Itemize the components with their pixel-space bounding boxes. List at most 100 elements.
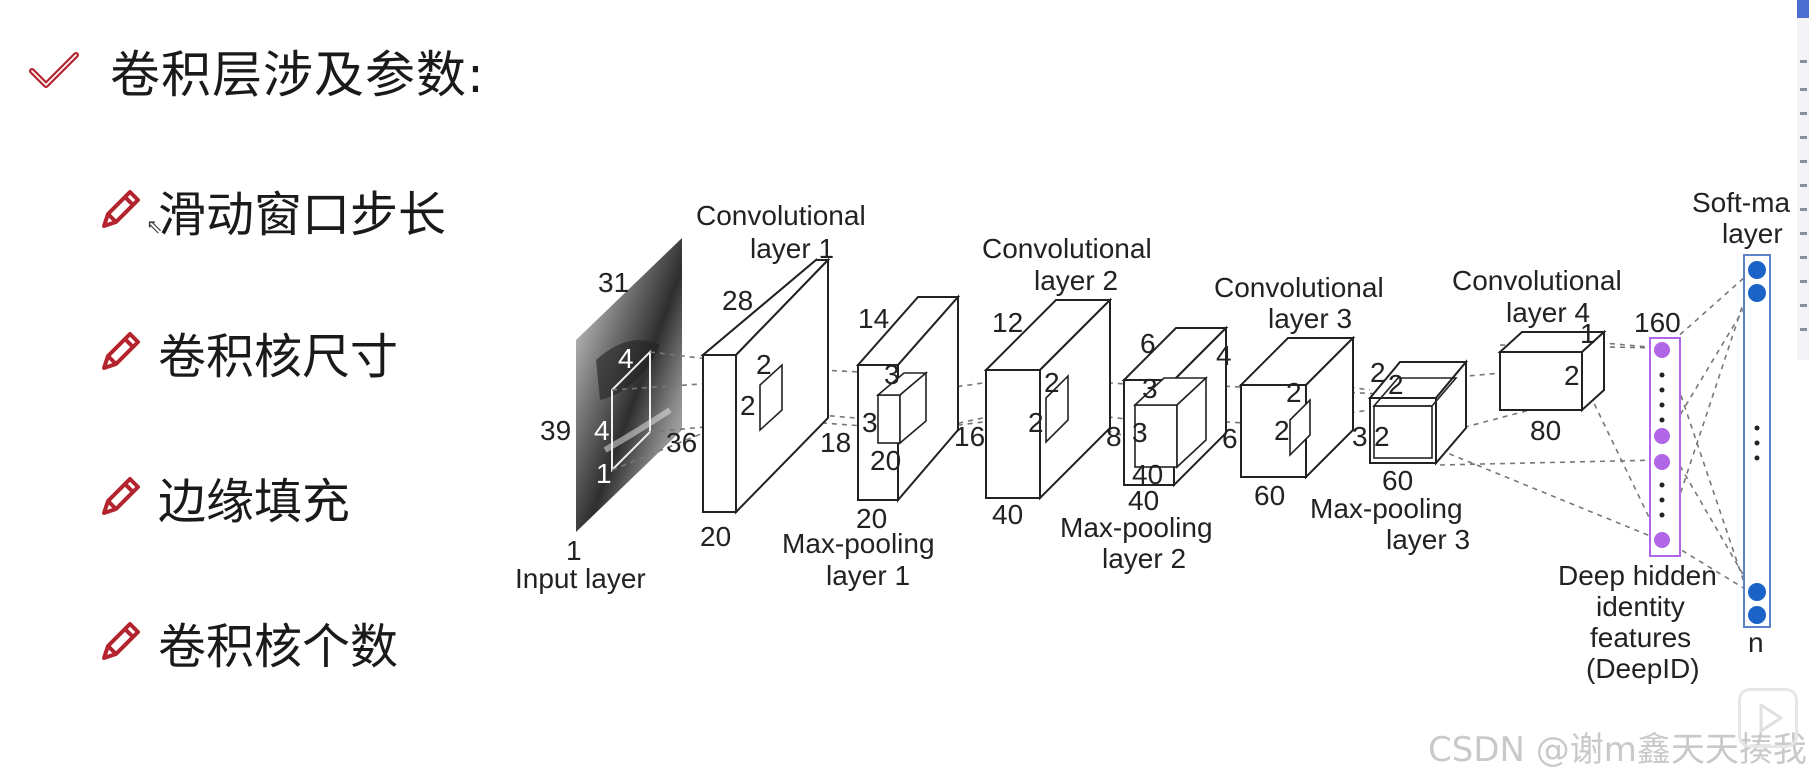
toolbar-tool-icon[interactable] xyxy=(1800,208,1807,211)
softmax-neuron xyxy=(1748,583,1766,601)
deepid-size-label: 160 xyxy=(1634,307,1681,338)
pool3-kernel xyxy=(1372,377,1458,459)
pool1-kernel xyxy=(875,371,929,445)
pool2-kernel-label: 3 xyxy=(1142,373,1158,404)
pool3-width-label: 2 xyxy=(1370,357,1386,388)
pencil-icon xyxy=(102,190,140,228)
deepid-neuron xyxy=(1654,454,1670,470)
pencil-icon xyxy=(102,332,140,370)
pool1-block xyxy=(855,294,961,503)
conv4-depth-label: 80 xyxy=(1530,415,1561,446)
pool3-kernel-label: 2 xyxy=(1374,421,1390,452)
conv2-kernel-label: 2 xyxy=(1044,367,1060,398)
deepid-column xyxy=(1649,337,1681,557)
pool2-name-label: Max-pooling xyxy=(1060,512,1213,543)
deepid-name-label: features xyxy=(1590,622,1691,653)
softmax-neuron xyxy=(1748,606,1766,624)
pool3-kernel-label: 2 xyxy=(1388,369,1404,400)
bullet-label: 卷积核尺寸 xyxy=(158,329,399,385)
conv4-name-label: Convolutional xyxy=(1452,265,1622,296)
toolbar-tool-icon[interactable] xyxy=(1800,280,1807,283)
conv3-kernel-label: 2 xyxy=(1286,377,1302,408)
input-kernel-label: 4 xyxy=(594,415,610,446)
pool3-height-label: 3 xyxy=(1352,421,1368,452)
pool2-height-label: 8 xyxy=(1106,421,1122,452)
pool3-name-label: Max-pooling xyxy=(1310,493,1463,524)
toolbar-tool-icon[interactable] xyxy=(1800,136,1807,139)
conv2-height-label: 16 xyxy=(954,421,985,452)
conv1-name-label: layer 1 xyxy=(750,233,834,264)
toolbar-tool-icon[interactable] xyxy=(1800,232,1807,235)
deepid-ellipsis xyxy=(1659,372,1665,518)
checkmark-icon xyxy=(29,52,79,88)
pool2-depth-label: 40 xyxy=(1128,485,1159,516)
conv1-depth-label: 20 xyxy=(700,521,731,552)
bullet-label: 卷积核个数 xyxy=(158,619,399,675)
conv3-kernel-label: 2 xyxy=(1274,415,1290,446)
heading-title: 卷积层涉及参数: xyxy=(110,46,485,104)
bullet-item-kernel-count: 卷积核个数 xyxy=(96,612,398,675)
softmax-neuron xyxy=(1748,284,1766,302)
toolbar-tool-icon[interactable] xyxy=(1800,328,1807,331)
bullet-item-padding: 边缘填充 xyxy=(96,467,350,530)
bullet-item-stride: 滑动窗口步长 xyxy=(96,180,446,243)
conv4-width-label: 1 xyxy=(1580,318,1596,349)
pencil-icon xyxy=(102,477,140,515)
side-toolbar xyxy=(1797,0,1809,360)
pool3-name-label: layer 3 xyxy=(1386,524,1470,555)
play-icon xyxy=(1759,703,1783,733)
softmax-ellipsis xyxy=(1754,425,1760,461)
conv3-width-label: 4 xyxy=(1216,340,1232,371)
conv1-kernel-label: 2 xyxy=(740,390,756,421)
pool1-name-label: layer 1 xyxy=(826,560,910,591)
input-layer-label: Input layer xyxy=(515,563,646,594)
input-depth-label: 1 xyxy=(566,535,582,566)
diagram-labels: 31 39 1 Input layer 4 4 1 Convolutional … xyxy=(515,187,1790,684)
conv1-name-label: Convolutional xyxy=(696,200,866,231)
deepid-neuron xyxy=(1654,342,1670,358)
deepid-neuron xyxy=(1654,428,1670,444)
toolbar-tool-icon[interactable] xyxy=(1800,88,1807,91)
pool1-kernel-label: 3 xyxy=(884,359,900,390)
input-height-label: 39 xyxy=(540,415,571,446)
pool2-name-label: layer 2 xyxy=(1102,543,1186,574)
toolbar-tool-icon[interactable] xyxy=(1800,184,1807,187)
toolbar-tool-icon[interactable] xyxy=(1800,112,1807,115)
bullet-item-kernel-size: 卷积核尺寸 xyxy=(96,322,398,385)
softmax-neuron xyxy=(1748,261,1766,279)
conv2-kernel xyxy=(1045,374,1069,444)
conv3-height-label: 6 xyxy=(1222,423,1238,454)
deepid-name-label: (DeepID) xyxy=(1586,653,1700,684)
toolbar-tool-icon[interactable] xyxy=(1800,160,1807,163)
toolbar-tool-icon[interactable] xyxy=(1800,256,1807,259)
conv2-kernel-label: 2 xyxy=(1028,407,1044,438)
toolbar-tool-icon[interactable] xyxy=(1800,304,1807,307)
deepid-name-label: Deep hidden xyxy=(1558,560,1717,591)
toolbar-tool-icon[interactable] xyxy=(1800,60,1807,63)
conv2-depth-label: 40 xyxy=(992,499,1023,530)
conv3-kernel xyxy=(1289,398,1311,457)
conv2-name-label: Convolutional xyxy=(982,233,1152,264)
bullet-label: 滑动窗口步长 xyxy=(158,187,447,243)
pool1-kernel-label: 3 xyxy=(862,407,878,438)
video-play-button[interactable] xyxy=(1738,688,1798,748)
conv4-name-label: layer 4 xyxy=(1506,297,1590,328)
pool1-width-label: 14 xyxy=(858,303,889,334)
pool1-depth-label: 20 xyxy=(856,503,887,534)
pool2-kernel xyxy=(1132,376,1209,469)
conv3-name-label: layer 3 xyxy=(1268,303,1352,334)
input-kernel-label: 4 xyxy=(618,343,634,374)
conv1-height-label: 36 xyxy=(666,427,697,458)
pool2-kernel-label: 3 xyxy=(1132,417,1148,448)
section-heading: 卷积层涉及参数: xyxy=(28,36,485,106)
conv2-block xyxy=(983,297,1113,501)
mouse-cursor-icon: ⇖ xyxy=(146,214,163,238)
bullet-label: 边缘填充 xyxy=(158,474,351,530)
conv1-kernel xyxy=(759,363,783,432)
deepid-neuron xyxy=(1654,532,1670,548)
conv4-block xyxy=(1497,329,1607,413)
deepid-neurons xyxy=(1654,342,1670,548)
pool1-name-label: Max-pooling xyxy=(782,528,935,559)
conv2-width-label: 12 xyxy=(992,307,1023,338)
pool3-depth-label: 60 xyxy=(1382,465,1413,496)
